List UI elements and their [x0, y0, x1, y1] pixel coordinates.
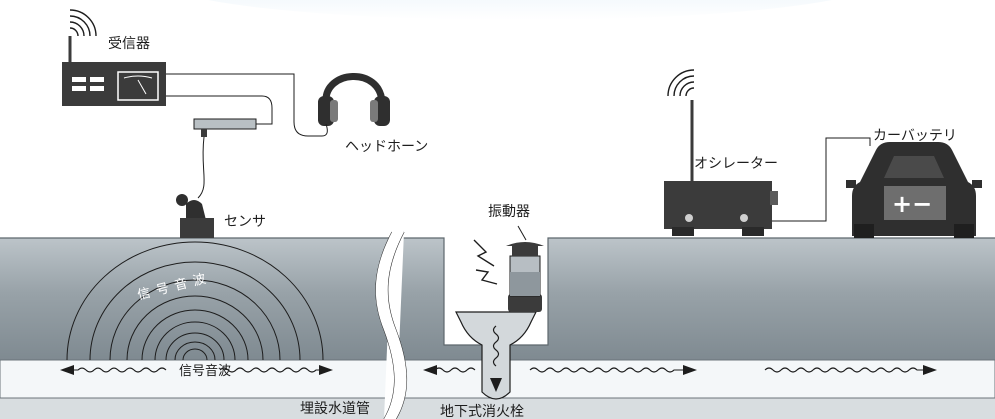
sky-haze — [208, 0, 832, 20]
fire-hydrant — [455, 311, 537, 400]
vibrator — [506, 242, 544, 312]
sensor-amplifier — [166, 95, 273, 137]
pipe-wave-arrows — [72, 367, 925, 373]
sensor-label: センサ — [224, 214, 266, 230]
headphones — [318, 73, 390, 126]
headphones-label: ヘッドホーン — [345, 139, 428, 155]
water-pipe-label: 埋設水道管 — [300, 401, 370, 417]
oscillator-antenna-signal-icon — [667, 69, 695, 97]
car — [846, 142, 982, 238]
vibration-spark-icon — [473, 239, 498, 285]
receiver-headphones-cable — [166, 73, 328, 137]
pipe-arrow-heads — [60, 365, 937, 375]
fire-hydrant-label: 地下式消火栓 — [440, 404, 524, 419]
car-battery-label: カーバッテリ — [873, 128, 957, 144]
vibrator-label: 振動器 — [488, 204, 530, 220]
signal-wave-pipe-label: 信号音波 — [179, 363, 231, 379]
sensor — [176, 136, 214, 238]
oscillator — [664, 100, 778, 236]
ground — [0, 237, 995, 419]
receiver-label: 受信器 — [108, 36, 150, 52]
oscillator-battery-cable — [772, 137, 871, 222]
vibrator-label-leader — [517, 225, 527, 241]
oscillator-label: オシレーター — [694, 156, 778, 172]
battery-symbol: +− — [892, 190, 932, 218]
receiver — [62, 36, 166, 106]
signal-wave-arcs — [66, 241, 324, 361]
receiver-antenna-signal-icon — [69, 9, 97, 37]
